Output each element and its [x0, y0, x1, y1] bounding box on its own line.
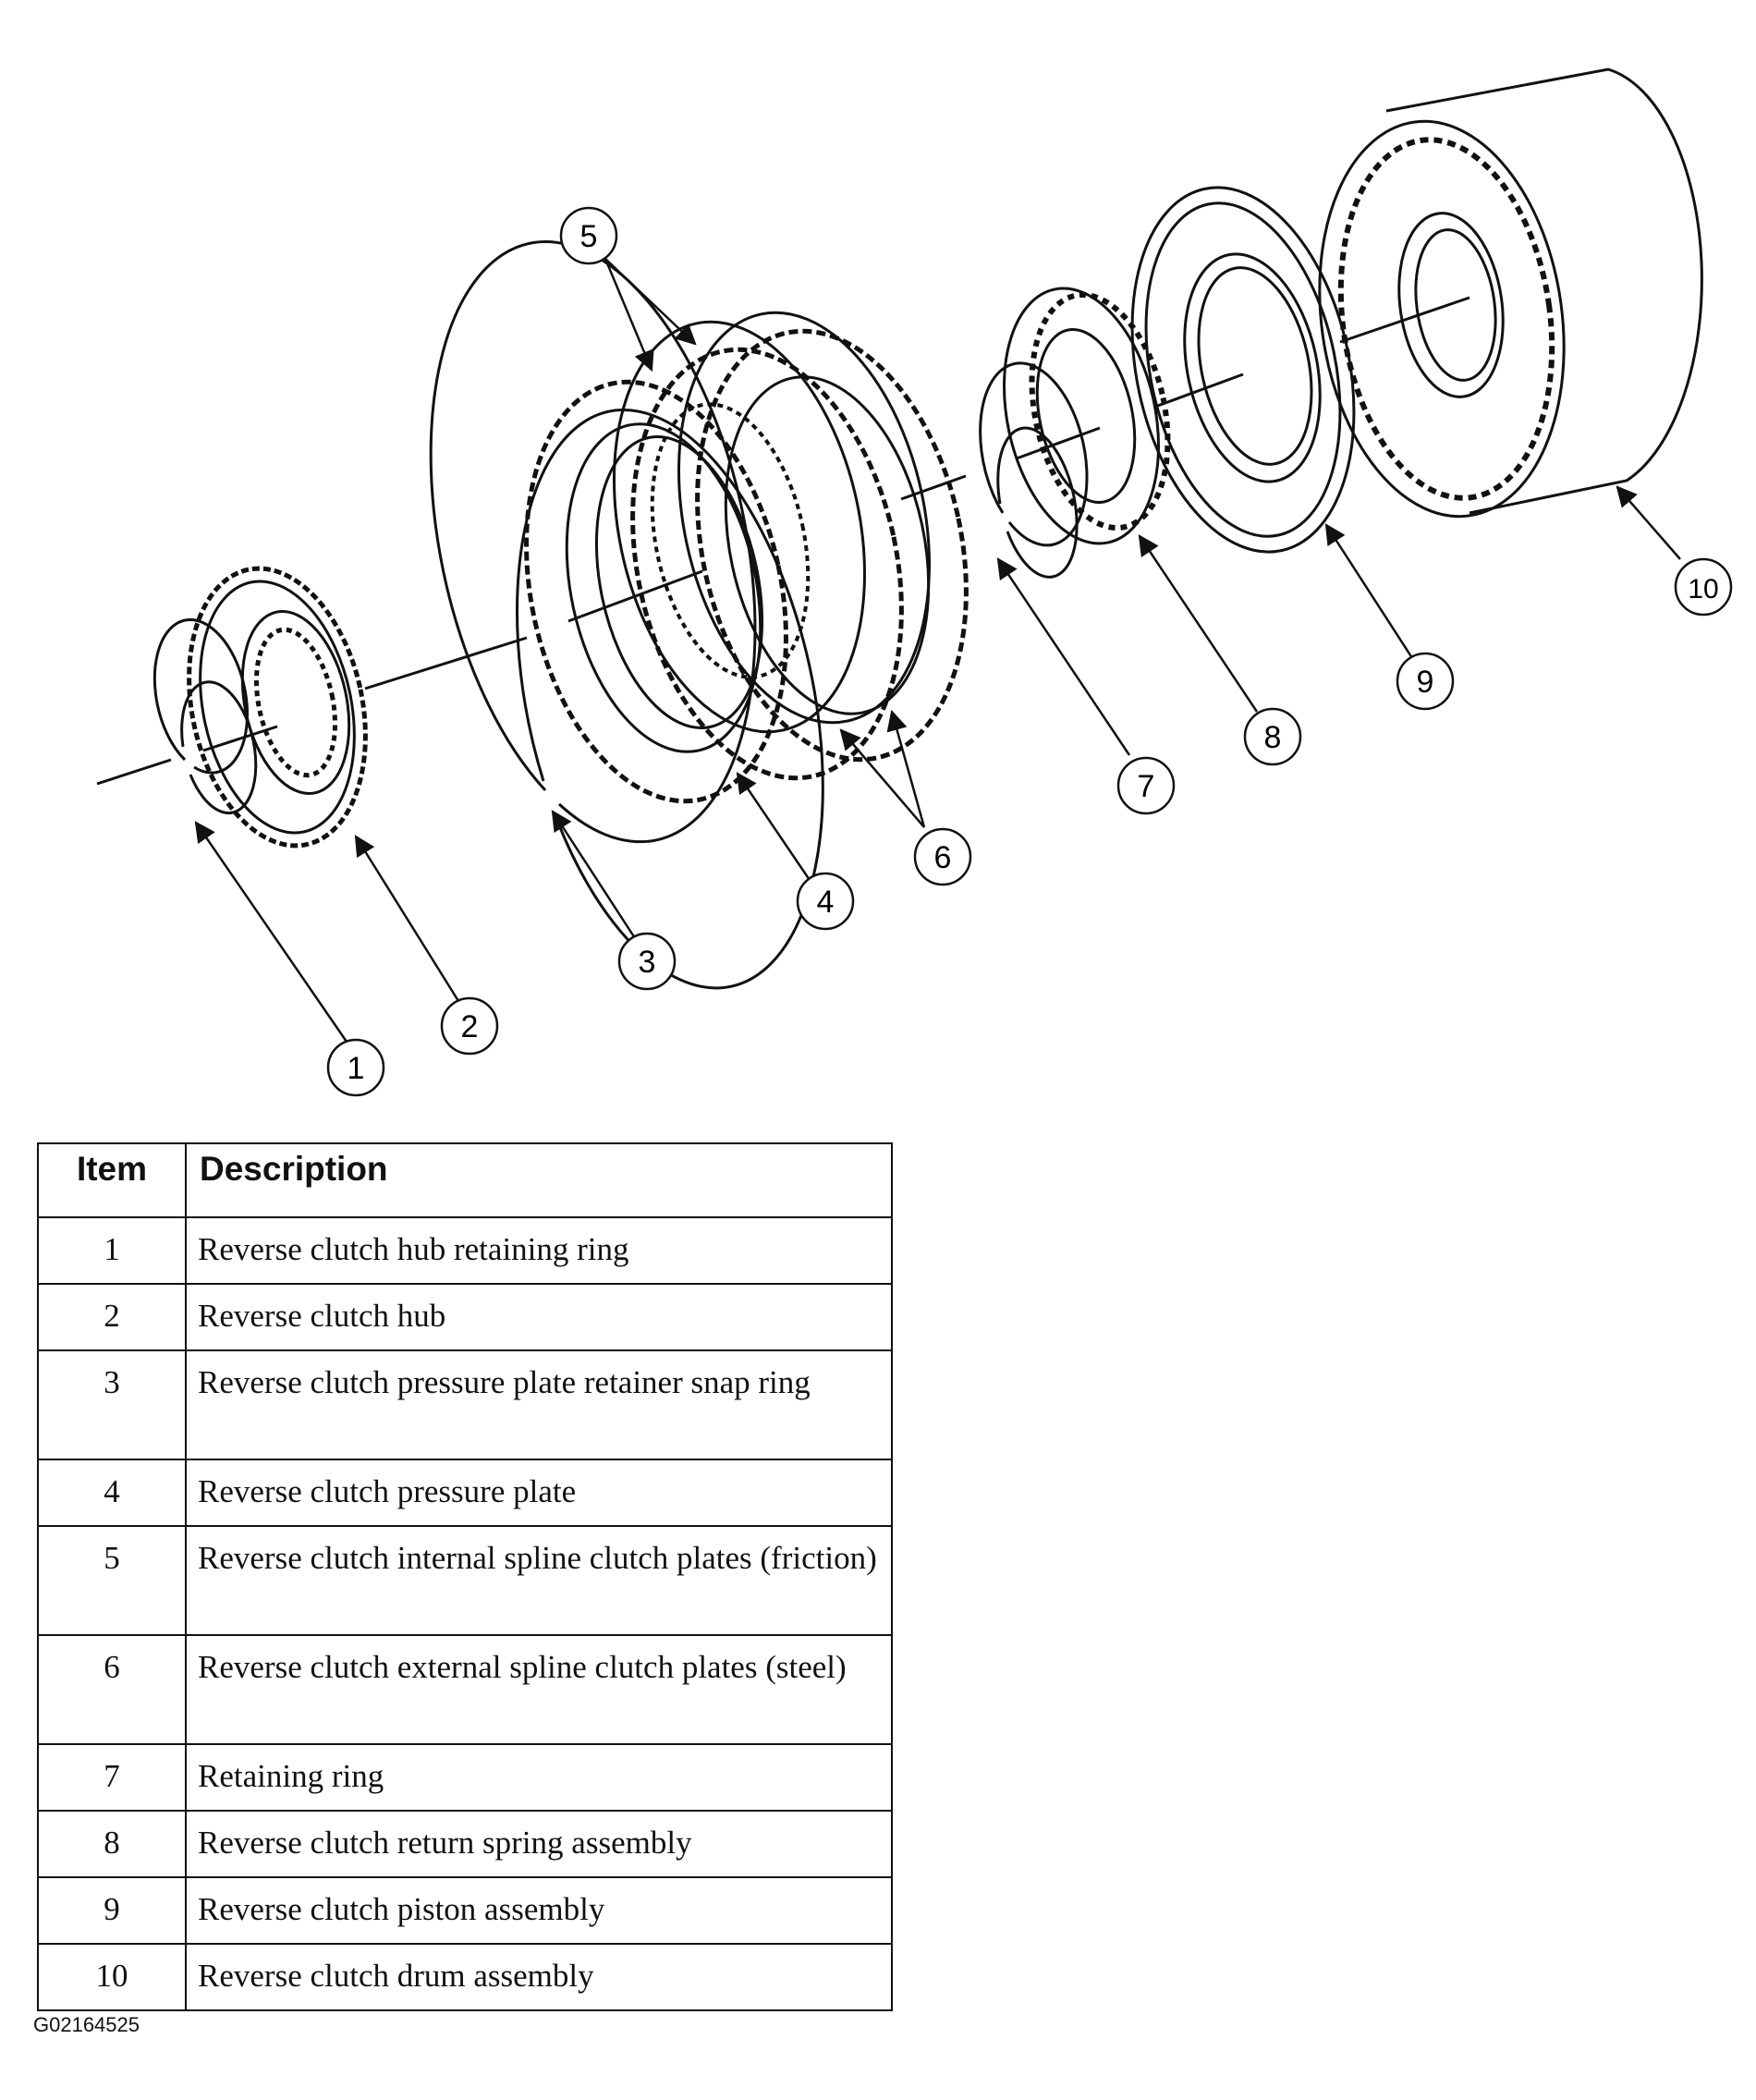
item-number: 8 — [37, 1810, 187, 1878]
callout-1: 1 — [326, 1038, 385, 1097]
center-axis — [96, 296, 1470, 786]
item-description: Reverse clutch pressure plate — [185, 1459, 893, 1527]
item-number: 2 — [37, 1283, 187, 1351]
item-description: Reverse clutch piston assembly — [185, 1876, 893, 1945]
column-header-description: Description — [185, 1142, 893, 1218]
part-return-spring-assembly — [1003, 287, 1171, 545]
part-drum-assembly — [1318, 67, 1703, 519]
svg-text:6: 6 — [934, 840, 952, 875]
item-number: 10 — [37, 1943, 187, 2011]
item-number: 3 — [37, 1349, 187, 1460]
table-row: 1 Reverse clutch hub retaining ring — [37, 1216, 893, 1285]
callout-7: 7 — [1116, 756, 1176, 815]
item-number: 5 — [37, 1525, 187, 1636]
table-row: 3 Reverse clutch pressure plate retainer… — [37, 1349, 893, 1460]
item-description: Reverse clutch drum assembly — [185, 1943, 893, 2011]
exploded-view-diagram: 1 2 3 4 5 6 7 8 9 10 — [96, 67, 1733, 1097]
table-row: 7 Retaining ring — [37, 1743, 893, 1812]
item-description: Reverse clutch internal spline clutch pl… — [185, 1525, 893, 1636]
item-number: 7 — [37, 1743, 187, 1812]
item-description: Reverse clutch pressure plate retainer s… — [185, 1349, 893, 1460]
part-steel-plates — [630, 328, 969, 781]
table-row: 9 Reverse clutch piston assembly — [37, 1876, 893, 1945]
svg-text:9: 9 — [1417, 665, 1434, 700]
part-friction-plates — [613, 311, 931, 734]
table-row: 10 Reverse clutch drum assembly — [37, 1943, 893, 2011]
svg-text:10: 10 — [1688, 574, 1718, 604]
table-row: 2 Reverse clutch hub — [37, 1283, 893, 1351]
part-pressure-plate — [524, 379, 788, 804]
item-description: Retaining ring — [185, 1743, 893, 1812]
callout-10: 10 — [1674, 557, 1733, 617]
svg-text:7: 7 — [1138, 769, 1155, 804]
part-snap-ring — [429, 239, 824, 990]
parts-table: Item Description 1 Reverse clutch hub re… — [37, 1142, 893, 2011]
item-description: Reverse clutch hub retaining ring — [185, 1216, 893, 1285]
item-number: 1 — [37, 1216, 187, 1285]
item-description: Reverse clutch hub — [185, 1283, 893, 1351]
item-description: Reverse clutch return spring assembly — [185, 1810, 893, 1878]
svg-text:2: 2 — [461, 1009, 479, 1044]
callout-4: 4 — [796, 872, 855, 931]
callout-9: 9 — [1396, 652, 1455, 711]
table-row: 8 Reverse clutch return spring assembly — [37, 1810, 893, 1878]
leader-lines — [194, 258, 1681, 1043]
svg-text:1: 1 — [348, 1051, 365, 1086]
callout-8: 8 — [1243, 707, 1302, 766]
table-header-row: Item Description — [37, 1142, 893, 1218]
figure-code: G02164525 — [33, 2013, 140, 2036]
table-row: 6 Reverse clutch external spline clutch … — [37, 1634, 893, 1745]
part-hub-retaining-ring — [152, 618, 258, 815]
table-row: 5 Reverse clutch internal spline clutch … — [37, 1525, 893, 1636]
callout-5: 5 — [559, 206, 618, 265]
svg-text:8: 8 — [1264, 720, 1282, 755]
column-header-item: Item — [37, 1142, 187, 1218]
callout-2: 2 — [440, 996, 499, 1056]
svg-text:5: 5 — [580, 219, 598, 254]
item-number: 6 — [37, 1634, 187, 1745]
svg-text:3: 3 — [639, 945, 656, 980]
item-description: Reverse clutch external spline clutch pl… — [185, 1634, 893, 1745]
item-number: 9 — [37, 1876, 187, 1945]
part-clutch-hub — [187, 566, 368, 849]
callout-3: 3 — [617, 932, 677, 991]
svg-text:4: 4 — [817, 885, 835, 920]
table-row: 4 Reverse clutch pressure plate — [37, 1459, 893, 1527]
callout-6: 6 — [913, 827, 972, 886]
part-retaining-ring — [979, 361, 1089, 579]
item-number: 4 — [37, 1459, 187, 1527]
part-piston-assembly — [1130, 186, 1356, 554]
